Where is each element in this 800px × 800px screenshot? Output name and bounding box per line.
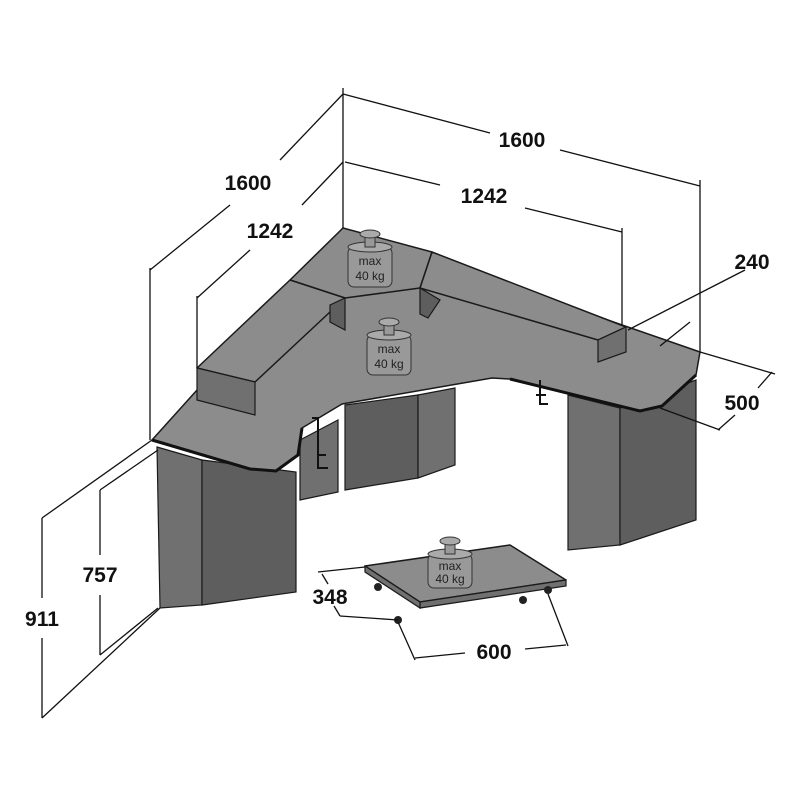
dim-desk-height: 757: [82, 564, 117, 587]
dim-desk-depth: 500: [724, 392, 759, 415]
dim-inner-left: 1242: [247, 220, 294, 243]
dim-inner-right: 1242: [461, 185, 508, 208]
clamp-right: [536, 380, 548, 405]
dim-shelf-depth: 240: [734, 251, 769, 274]
dim-cart-depth: 348: [312, 586, 347, 609]
clamp-left: [312, 417, 328, 469]
shelf-riser: [196, 227, 627, 416]
dim-width-right: 1600: [499, 129, 546, 152]
weight-icon: max 40 kg: [347, 229, 393, 288]
weight-label-kg: 40 kg: [435, 572, 464, 586]
dimension-lines: [41, 88, 776, 719]
weight-label-max: max: [359, 254, 382, 268]
weight-label-max: max: [439, 559, 462, 573]
desk-legs: [156, 379, 697, 609]
weight-label-kg: 40 kg: [355, 269, 384, 283]
weight-label-kg: 40 kg: [374, 357, 403, 371]
weight-icon: max 40 kg: [427, 536, 473, 589]
weight-icon: max 40 kg: [366, 317, 412, 376]
weight-label-max: max: [378, 342, 401, 356]
dim-cart-width: 600: [476, 641, 511, 664]
dim-width-left: 1600: [225, 172, 272, 195]
dim-total-height: 911: [25, 608, 59, 631]
